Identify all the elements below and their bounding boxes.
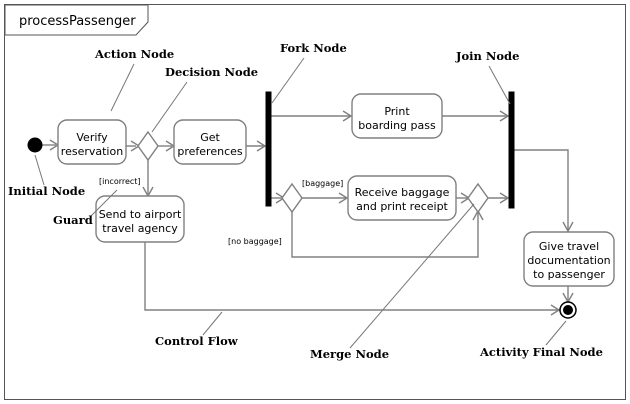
action-node-get-preferences[interactable]: Get preferences — [173, 119, 247, 165]
action-label-preferences-line1: Get — [200, 131, 220, 144]
control-flow-edges — [42, 110, 574, 316]
frame-title-label: processPassenger — [19, 14, 136, 29]
action-box-verify-reservation[interactable] — [57, 119, 127, 165]
action-box-give-travel-docs[interactable] — [523, 231, 615, 287]
annotation-control-flow: Control Flow — [155, 334, 239, 348]
action-label-agency-line2: travel agency — [102, 222, 178, 235]
action-node-give-travel-documentation[interactable]: Give travel documentation to passenger — [523, 231, 615, 287]
action-label-verify-line2: reservation — [61, 145, 123, 158]
flow-no-baggage-bypass — [291, 212, 479, 258]
action-node-verify-reservation[interactable]: Verify reservation — [57, 119, 127, 165]
action-box-get-preferences[interactable] — [173, 119, 247, 165]
action-label-give-docs-line1: Give travel — [539, 240, 599, 253]
activity-final-node-dot — [563, 305, 573, 315]
annotation-decision-node: Decision Node — [165, 65, 258, 79]
initial-node[interactable] — [27, 137, 43, 153]
activity-final-node[interactable] — [559, 301, 577, 319]
leader-fork-node — [271, 57, 305, 104]
diagram-frame-border — [4, 4, 626, 400]
guard-label-incorrect: [incorrect] — [99, 177, 141, 186]
leader-initial-node — [34, 154, 45, 186]
annotation-guard: Guard — [53, 213, 93, 227]
leader-decision-node — [151, 81, 188, 133]
decision-node-reservation-correct[interactable] — [137, 130, 159, 162]
arrowhead-print-pass-to-join — [499, 110, 510, 122]
action-label-print-line1: Print — [384, 105, 410, 118]
arrowhead-agency-to-final — [550, 304, 561, 316]
action-box-print-boarding-pass[interactable] — [351, 93, 443, 139]
annotation-join-node: Join Node — [455, 49, 519, 63]
leader-activity-final-node — [545, 320, 567, 346]
annotation-leader-lines — [34, 57, 567, 349]
action-label-receive-line1: Receive baggage — [355, 186, 450, 199]
leader-control-flow — [202, 311, 223, 336]
action-box-send-agency[interactable] — [95, 195, 185, 243]
leader-join-node — [488, 65, 511, 105]
annotation-activity-final-node: Activity Final Node — [479, 345, 603, 359]
annotation-merge-node: Merge Node — [310, 347, 389, 361]
action-label-give-docs-line3: to passenger — [533, 268, 605, 281]
leader-merge-node — [349, 203, 475, 349]
join-node[interactable] — [508, 91, 515, 209]
action-label-agency-line1: Send to airport — [99, 208, 182, 221]
guard-label-baggage: [baggage] — [302, 179, 343, 188]
action-label-give-docs-line2: documentation — [527, 254, 610, 267]
decision-node-baggage[interactable] — [281, 182, 303, 214]
action-label-print-line2: boarding pass — [358, 119, 436, 132]
annotation-action-node: Action Node — [94, 47, 174, 61]
action-node-receive-baggage-print-receipt[interactable]: Receive baggage and print receipt — [347, 175, 457, 221]
leader-action-node — [110, 63, 135, 112]
arrowhead-fork-to-print-pass — [342, 110, 353, 122]
annotation-initial-node: Initial Node — [8, 184, 85, 198]
flow-join-to-give-docs — [514, 149, 569, 230]
action-box-receive-baggage[interactable] — [347, 175, 457, 221]
arrowhead-baggage-to-receive — [338, 192, 349, 204]
guard-label-no-baggage: [no baggage] — [228, 237, 282, 246]
action-node-send-to-airport-travel-agency[interactable]: Send to airport travel agency — [95, 195, 185, 243]
action-node-print-boarding-pass[interactable]: Print boarding pass — [351, 93, 443, 139]
arrowhead-join-to-give-docs — [562, 221, 574, 233]
action-label-preferences-line2: preferences — [177, 145, 243, 158]
action-label-receive-line2: and print receipt — [356, 200, 448, 213]
flow-agency-to-final — [144, 242, 558, 311]
fork-node[interactable] — [265, 91, 272, 207]
leader-guard — [89, 189, 118, 218]
action-label-verify-line1: Verify — [76, 131, 108, 144]
arrowhead-merge-to-join — [499, 192, 510, 204]
arrowhead-preferences-to-fork — [256, 140, 267, 152]
annotation-fork-node: Fork Node — [280, 41, 347, 55]
frame-title-tab — [4, 4, 149, 36]
